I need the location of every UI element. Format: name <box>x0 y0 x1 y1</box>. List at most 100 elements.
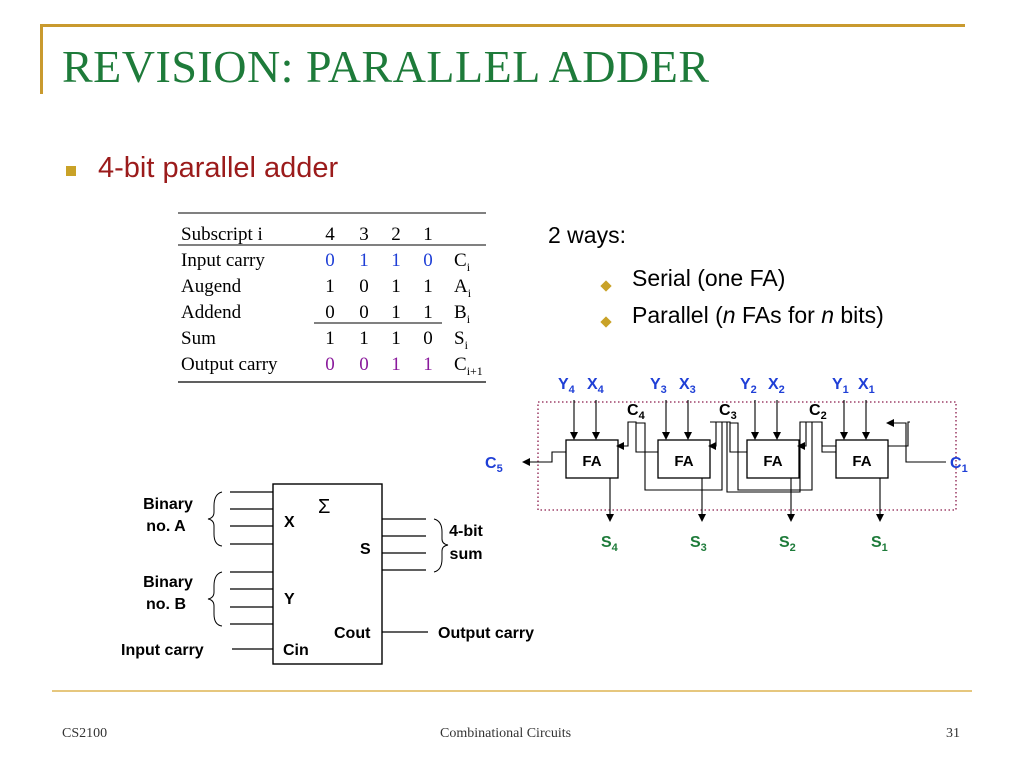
fa-box-3 <box>657 439 711 479</box>
cell: 1 <box>423 302 433 323</box>
cell: 1 <box>325 328 335 349</box>
y2-label: Y2 <box>740 376 757 396</box>
sum-label-line1: 4-bit <box>449 523 483 540</box>
cell: 1 <box>391 250 401 271</box>
cell: 2 <box>391 224 401 245</box>
cell: 0 <box>359 302 369 323</box>
brace-b <box>207 571 223 627</box>
port-cin: Cin <box>283 642 309 659</box>
c3-wire <box>636 421 747 491</box>
row-suffix: Ai <box>454 276 472 300</box>
sigma-symbol: Σ <box>318 496 330 518</box>
slide-title: REVISION: PARALLEL ADDER <box>62 41 710 92</box>
c1-wire <box>886 419 946 463</box>
input-carry-label: Input carry <box>121 642 204 659</box>
fa-box-1 <box>835 439 889 479</box>
cell: 1 <box>423 224 433 245</box>
binary-b-line1: Binary <box>143 574 193 591</box>
cell: 0 <box>325 302 335 323</box>
port-cout: Cout <box>334 625 371 642</box>
port-x: X <box>284 514 295 531</box>
table-body: Subscript i 4 3 2 1 Input carry 0 1 1 0 … <box>178 222 486 378</box>
cell: 1 <box>423 276 433 297</box>
footer-page-number: 31 <box>946 726 960 741</box>
sum-labels: S4 S3 S2 S1 <box>601 534 888 554</box>
table-row: Sum 1 1 1 0 Si <box>178 326 486 352</box>
s4-label: S4 <box>601 534 619 554</box>
x2-label: X2 <box>768 376 785 396</box>
binary-a-line2: no. A <box>146 518 186 535</box>
x1-label: X1 <box>858 376 875 396</box>
footer-topic: Combinational Circuits <box>440 726 572 741</box>
c5-wire <box>522 451 566 466</box>
frame-top-border <box>40 24 965 27</box>
port-s: S <box>360 541 371 558</box>
cell: 3 <box>359 224 369 245</box>
way-parallel: Parallel (n FAs for n bits) <box>632 302 884 328</box>
row-label: Subscript i <box>181 224 263 245</box>
row-suffix: Bi <box>454 302 471 326</box>
adder-block <box>272 483 383 665</box>
fa-label: FA <box>852 453 871 470</box>
s3-label: S3 <box>690 534 707 554</box>
input-arrows <box>570 400 870 440</box>
cell: 4 <box>325 224 335 245</box>
brace-sum <box>433 518 449 573</box>
fa-box-2 <box>746 439 800 479</box>
table-row: Output carry 0 0 1 1 Ci+1 <box>178 352 486 378</box>
cell: 0 <box>423 250 433 271</box>
y1-label: Y1 <box>832 376 849 396</box>
x3-label: X3 <box>679 376 696 396</box>
cell: 0 <box>423 328 433 349</box>
cell: 1 <box>325 276 335 297</box>
s1-label: S1 <box>871 534 888 554</box>
table-row: Subscript i 4 3 2 1 <box>178 222 486 248</box>
binary-b-line2: no. B <box>146 596 186 613</box>
output-carry-label: Output carry <box>438 625 534 642</box>
row-label: Sum <box>181 328 216 349</box>
top-input-labels: Y4 X4 Y3 X3 Y2 X2 Y1 X1 <box>558 376 875 396</box>
cell: 1 <box>391 354 401 375</box>
row-label: Augend <box>181 276 242 297</box>
cell: 0 <box>359 354 369 375</box>
table-row: Input carry 0 1 1 0 Ci <box>178 248 486 274</box>
y-input-pins <box>230 571 273 625</box>
c5-label: C5 <box>485 455 503 475</box>
table-row: Augend 1 0 1 1 Ai <box>178 274 486 300</box>
table-rules <box>178 212 486 383</box>
footer-course: CS2100 <box>62 726 108 741</box>
port-y: Y <box>284 591 295 608</box>
carry-labels: C4 C3 C2 <box>627 402 827 422</box>
fa-label: FA <box>582 453 601 470</box>
brace-a <box>207 491 223 547</box>
cell: 1 <box>391 302 401 323</box>
y3-label: Y3 <box>650 376 667 396</box>
fa-box-4 <box>565 439 619 479</box>
c2-arrow <box>797 421 812 450</box>
y4-label: Y4 <box>558 376 576 396</box>
row-label: Input carry <box>181 250 265 271</box>
sum-output-pins <box>382 518 426 571</box>
c3-label: C3 <box>719 402 737 422</box>
x4-label: X4 <box>587 376 605 396</box>
cell: 0 <box>325 250 335 271</box>
row-suffix: Ci+1 <box>454 354 483 378</box>
frame-left-border <box>40 24 43 94</box>
cell: 1 <box>391 276 401 297</box>
ways-heading: 2 ways: <box>548 222 626 248</box>
c3-arrow <box>708 421 722 450</box>
cell: 1 <box>359 328 369 349</box>
sum-output-arrows <box>606 478 884 522</box>
cell: 0 <box>359 276 369 297</box>
c4-arrow <box>616 421 658 453</box>
binary-a-line1: Binary <box>143 496 193 513</box>
row-suffix: Ci <box>454 250 471 274</box>
x-input-pins <box>230 491 273 545</box>
c4-label: C4 <box>627 402 646 422</box>
cell: 1 <box>423 354 433 375</box>
c2-wire <box>730 421 836 491</box>
s2-label: S2 <box>779 534 796 554</box>
row-label: Output carry <box>181 354 278 375</box>
